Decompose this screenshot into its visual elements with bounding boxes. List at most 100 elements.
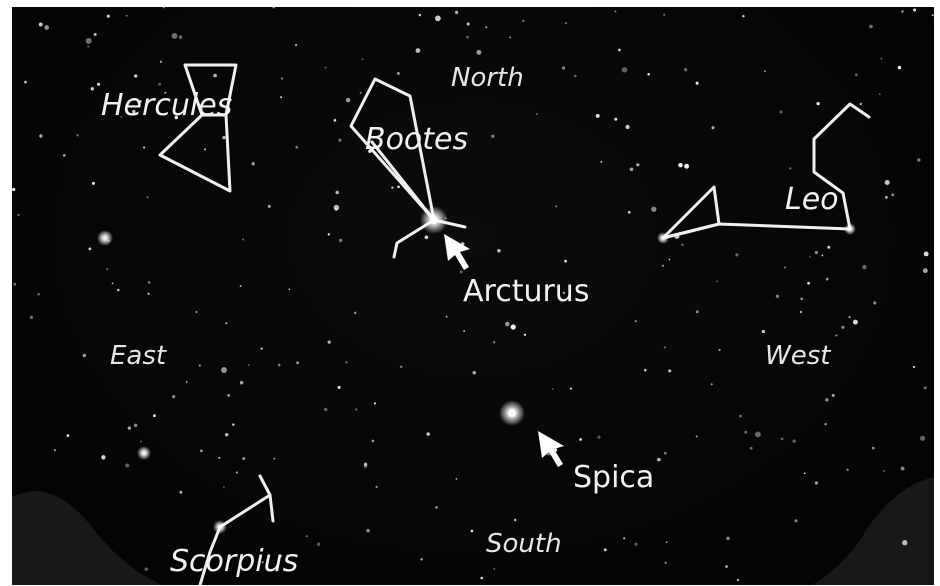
background-star	[272, 7, 275, 9]
background-star	[225, 433, 228, 436]
background-star	[391, 186, 394, 189]
background-star	[158, 83, 161, 86]
background-star	[600, 161, 602, 163]
background-star	[148, 281, 151, 284]
background-star	[446, 316, 448, 318]
background-star	[248, 364, 250, 366]
arrow-icon	[538, 431, 564, 467]
background-star	[917, 158, 920, 161]
background-star	[125, 464, 129, 468]
background-star	[360, 92, 362, 94]
background-star	[776, 295, 779, 298]
background-star	[901, 10, 904, 13]
background-star	[662, 265, 664, 267]
background-star	[179, 35, 183, 39]
background-star	[324, 408, 327, 411]
background-star	[885, 196, 888, 199]
background-star	[651, 207, 656, 212]
background-star	[664, 346, 666, 348]
background-star	[471, 530, 474, 533]
night-sky-map: North South East West Hercules Bootes Le…	[12, 7, 934, 585]
background-star	[827, 246, 830, 249]
background-star	[597, 436, 600, 439]
background-star	[737, 579, 740, 582]
background-star	[735, 253, 738, 256]
background-star	[213, 74, 217, 78]
background-star	[106, 268, 108, 270]
background-star	[764, 70, 766, 72]
background-star	[711, 383, 713, 385]
background-star	[420, 558, 422, 560]
background-star	[134, 424, 138, 428]
background-star	[30, 316, 33, 319]
scorpius-label: Scorpius	[170, 547, 298, 577]
background-star	[92, 182, 95, 185]
background-star	[295, 146, 298, 149]
background-star	[815, 481, 818, 484]
background-star	[739, 415, 742, 418]
background-star	[924, 251, 929, 256]
background-star	[565, 22, 567, 24]
background-star	[140, 441, 142, 443]
background-star	[524, 334, 526, 336]
background-star	[134, 74, 137, 77]
background-star	[716, 281, 718, 283]
background-star	[657, 458, 661, 462]
background-star	[91, 87, 94, 90]
background-star	[485, 26, 487, 28]
background-star	[891, 194, 894, 197]
background-star	[696, 82, 699, 85]
background-star	[862, 265, 866, 269]
background-star	[755, 431, 761, 437]
background-star	[355, 408, 357, 410]
background-star	[24, 81, 27, 84]
background-star	[295, 44, 297, 46]
background-star	[397, 72, 400, 75]
background-star	[354, 312, 357, 315]
background-star	[242, 457, 245, 460]
background-star	[435, 16, 441, 22]
background-star	[397, 185, 400, 188]
background-star	[726, 537, 729, 540]
background-star	[684, 164, 689, 169]
background-star	[725, 565, 728, 568]
background-star	[44, 25, 49, 30]
background-star	[873, 301, 876, 304]
background-star	[467, 22, 470, 25]
background-star	[596, 114, 600, 118]
background-star	[491, 135, 494, 138]
background-star	[196, 311, 198, 313]
background-star	[781, 438, 784, 441]
background-star	[628, 211, 631, 214]
background-star	[242, 238, 244, 240]
background-star	[335, 191, 338, 194]
background-star	[107, 15, 110, 18]
background-star	[480, 577, 483, 580]
background-star	[511, 324, 516, 329]
background-star	[306, 535, 308, 537]
background-star	[472, 371, 475, 374]
background-star	[883, 470, 885, 472]
background-star	[570, 387, 572, 389]
background-star	[12, 188, 15, 191]
horizon-haze-right	[812, 477, 934, 585]
background-star	[37, 293, 40, 296]
background-star	[76, 134, 79, 137]
background-star	[663, 14, 665, 16]
background-star	[128, 426, 131, 429]
background-star	[636, 163, 639, 166]
spica-label: Spica	[573, 463, 654, 493]
background-star	[374, 402, 376, 404]
background-star	[236, 471, 238, 473]
background-star	[419, 14, 421, 16]
background-star	[664, 562, 666, 564]
background-star	[83, 354, 87, 358]
direction-north-label: North	[451, 65, 524, 91]
background-star	[280, 96, 282, 98]
background-star	[372, 440, 375, 443]
direction-west-label: West	[765, 343, 830, 369]
background-star	[784, 266, 786, 268]
hercules-constellation	[160, 65, 236, 191]
background-star	[923, 268, 928, 273]
background-star	[240, 381, 244, 385]
